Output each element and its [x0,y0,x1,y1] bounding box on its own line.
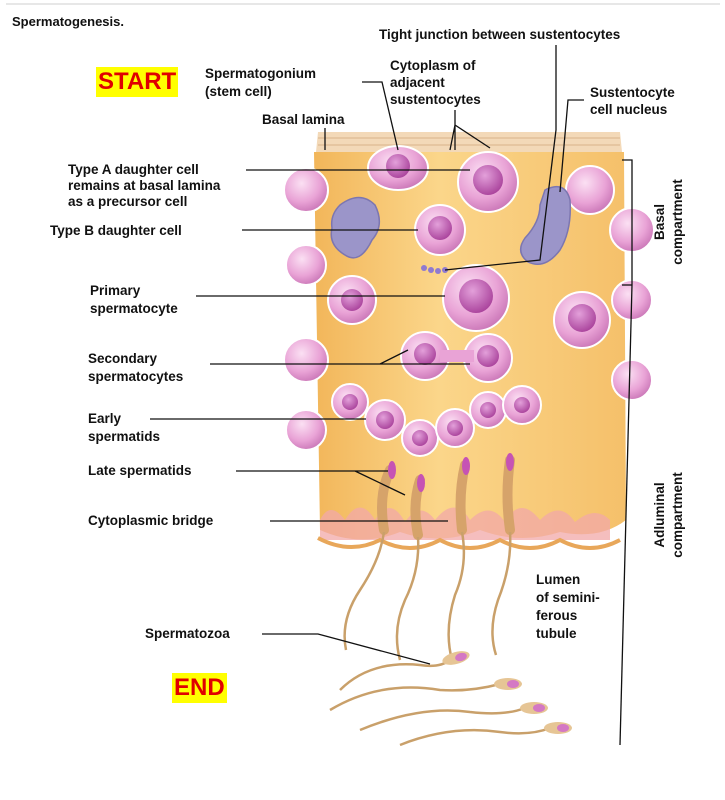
label-spermatozoa: Spermatozoa [145,626,230,641]
early-spermatid-cells [331,383,542,457]
compartment-brackets [619,159,633,746]
primary-spermatocyte-cell-2 [327,275,377,325]
label-cytoplasm-line3: sustentocytes [390,92,481,107]
label-type-a-line3: as a precursor cell [68,194,187,209]
label-lumen-line1: Lumen [536,572,580,587]
label-adluminal-compartment-line2: compartment [670,472,685,558]
label-type-a-line2: remains at basal lamina [68,178,221,193]
label-spermatogonium-line1: Spermatogonium [205,66,316,81]
sustentocyte-nucleus-left [330,196,381,259]
sustentocyte-nucleus-right [519,185,572,265]
label-type-b: Type B daughter cell [50,223,182,238]
start-tag: START [96,67,179,97]
label-basal-compartment: Basal compartment [652,179,685,265]
end-tag: END [172,673,227,703]
label-basal-compartment-line2: compartment [670,179,685,265]
lumen-edge [317,536,621,550]
basal-lamina-lines [318,137,620,146]
leader-lines [150,45,584,665]
label-late-spermatids: Late spermatids [88,463,192,478]
type-b-daughter-cell [414,204,466,256]
spermatozoa-cells [329,651,572,747]
label-secondary-line2: spermatocytes [88,369,183,384]
label-basal-compartment-line1: Basal [652,204,667,240]
label-cytoplasm-line2: adjacent [390,75,445,90]
label-tight-junction: Tight junction between sustentocytes [379,27,620,42]
label-basal-lamina: Basal lamina [262,112,345,127]
label-type-a-line1: Type A daughter cell [68,162,199,177]
spermatogonium-cell [367,145,429,191]
label-cytoplasm-line1: Cytoplasm of [390,58,476,73]
label-spermatogonium-line2: (stem cell) [205,84,272,99]
secondary-spermatocyte-cells [400,331,513,383]
label-lumen-line2: of semini- [536,590,600,605]
edge-cells [283,165,655,451]
label-cytoplasmic-bridge: Cytoplasmic bridge [88,513,214,528]
primary-spermatocyte-cell-3 [553,291,611,349]
label-sustentocyte-nucleus-line1: Sustentocyte [590,85,675,100]
label-adluminal-compartment-line1: Adluminal [652,482,667,547]
label-early-line1: Early [88,411,122,426]
spermatid-tails [343,531,512,661]
type-a-daughter-cell [457,151,519,213]
label-lumen-line3: ferous [536,608,577,623]
basal-lamina-band [316,132,622,152]
late-spermatid-cells [377,453,515,540]
label-primary-line1: Primary [90,283,141,298]
label-primary-line2: spermatocyte [90,301,178,316]
figure-title: Spermatogenesis. [12,14,124,29]
label-early-line2: spermatids [88,429,160,444]
label-lumen-line4: tubule [536,626,577,641]
label-sustentocyte-nucleus-line2: cell nucleus [590,102,667,117]
primary-spermatocyte-cell [442,264,510,332]
label-secondary-line1: Secondary [88,351,158,366]
label-adluminal-compartment: Adluminal compartment [652,472,685,558]
